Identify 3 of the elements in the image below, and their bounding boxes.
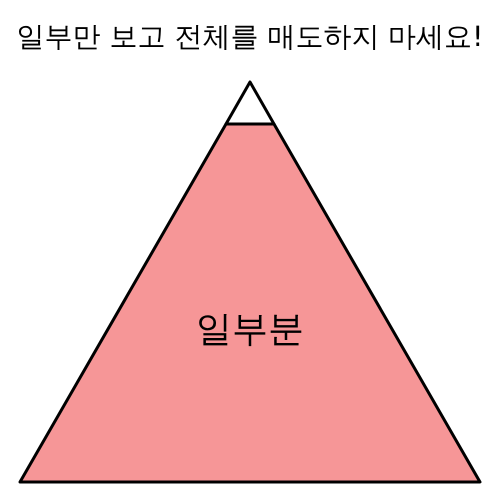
pyramid-section [18,122,482,484]
section-label: 일부분 [196,308,304,352]
title: 일부만 보고 전체를 매도하지 마세요! [16,20,484,54]
